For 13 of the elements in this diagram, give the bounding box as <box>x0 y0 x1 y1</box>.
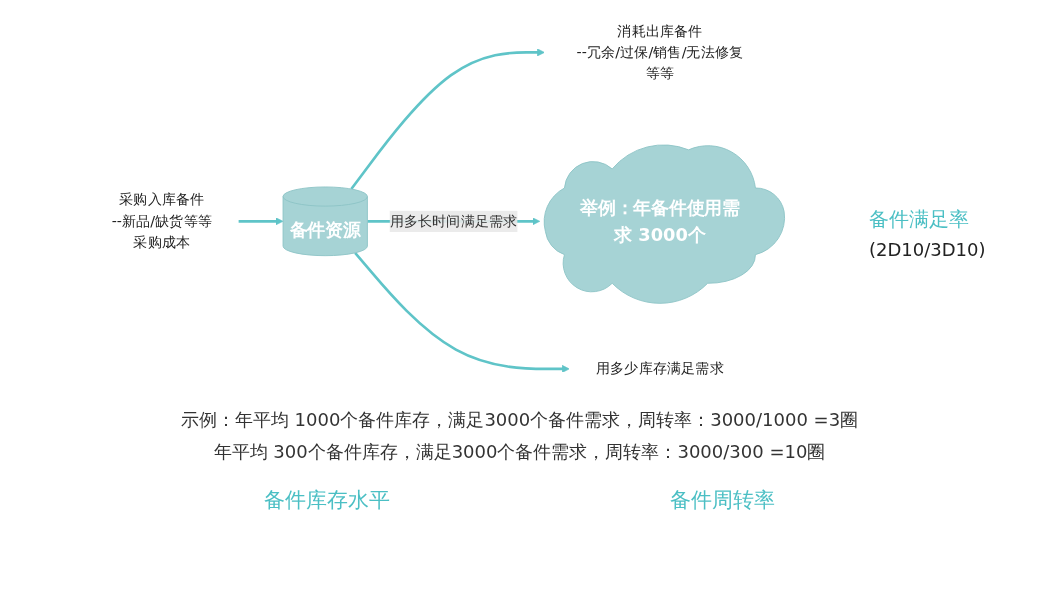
arrow <box>349 48 545 190</box>
arrow <box>353 252 570 373</box>
note-text: (2D10/3D10) <box>869 239 987 260</box>
example-line: 年平均 300个备件库存，满足3000个备件需求，周转率：3000/300 =10圈 <box>212 440 827 464</box>
node-text: 采购入库备件 --新品/缺货等等 采购成本 <box>111 191 212 251</box>
arrow <box>238 217 284 226</box>
example-line: 示例：年平均 1000个备件库存，满足3000个备件需求，周转率：3000/1000 =3圈 <box>179 408 860 432</box>
edge-label: 用多长时间满足需求 <box>389 212 518 230</box>
category-label: 备件周转率 <box>670 487 775 514</box>
category-label: 备件库存水平 <box>264 487 390 514</box>
metric-label: 备件满足率 <box>869 206 970 233</box>
node-text: 用多少库存满足需求 <box>595 360 724 377</box>
node-text: 消耗出库备件 --冗余/过保/销售/无法修复等等 <box>576 22 744 82</box>
